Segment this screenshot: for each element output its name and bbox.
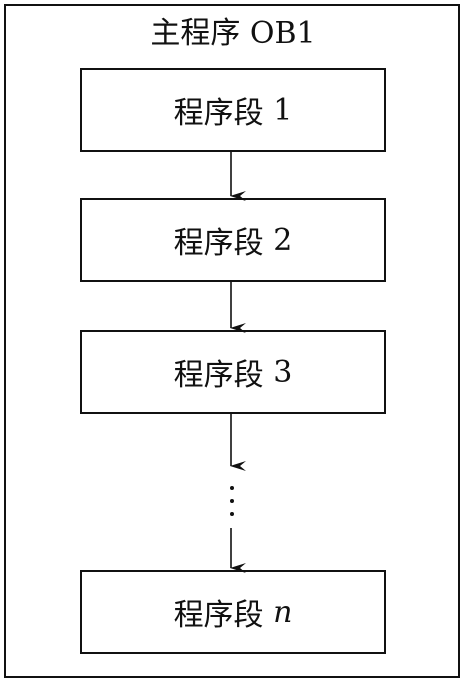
segment-n-number: n [273, 594, 293, 630]
segment-3-prefix: 程序段 [173, 358, 264, 393]
segment-1-prefix: 程序段 [173, 96, 264, 131]
program-segment-2: 程序段 2 [80, 198, 386, 282]
segment-2-prefix: 程序段 [173, 226, 264, 261]
main-program-frame [4, 4, 460, 678]
segment-2-number: 2 [273, 222, 293, 258]
ellipsis-dot-1 [230, 486, 234, 490]
ellipsis-dot-3 [230, 512, 234, 516]
program-segment-n: 程序段 n [80, 570, 386, 654]
segment-1-number: 1 [273, 92, 293, 128]
ellipsis-dot-2 [230, 499, 234, 503]
segment-n-prefix: 程序段 [173, 598, 264, 633]
main-program-title: 主程序 OB1 [150, 16, 316, 51]
program-segment-1: 程序段 1 [80, 68, 386, 152]
segment-3-number: 3 [273, 354, 293, 390]
